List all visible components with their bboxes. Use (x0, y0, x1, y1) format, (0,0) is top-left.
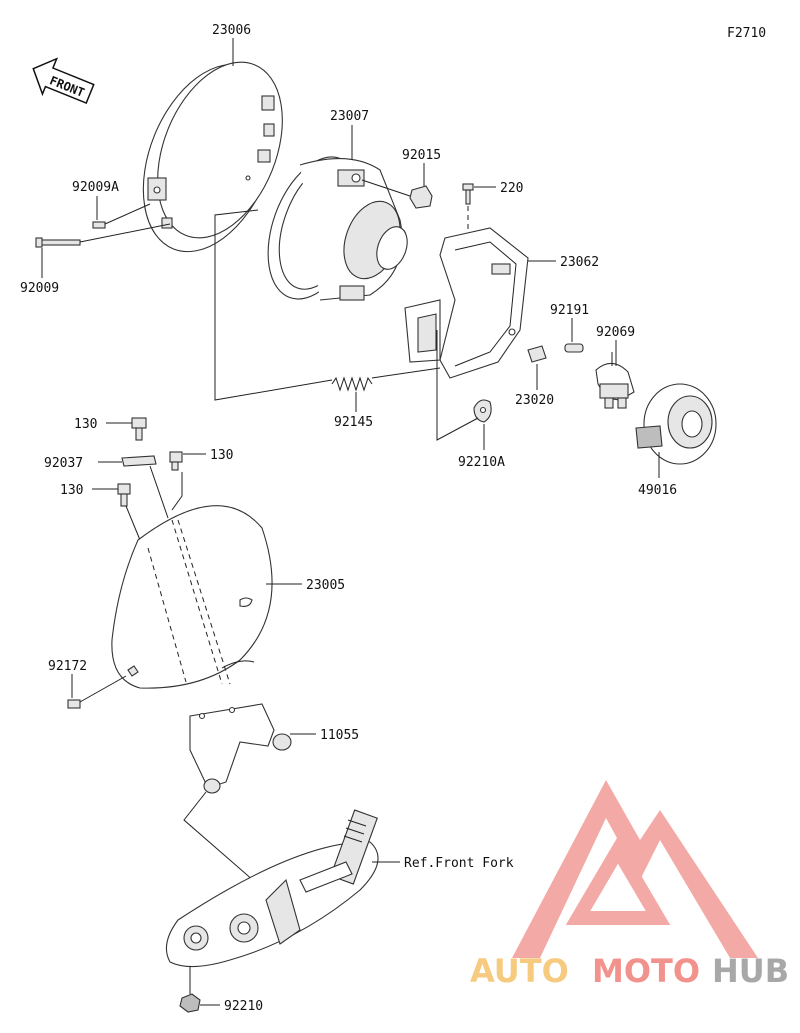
guide-line-1 (149, 465, 169, 519)
screw-92009 (35, 223, 171, 248)
label-23062: 23062 (560, 255, 599, 270)
dust-cover-49016 (635, 383, 717, 465)
front-fork-stem (165, 809, 379, 968)
figure-code: F2710 (727, 26, 766, 41)
logo-text-moto: MOTO (592, 952, 700, 990)
bolt-130-top (131, 417, 147, 441)
bolt-130-left (117, 483, 131, 507)
label-92009: 92009 (20, 281, 59, 296)
visor-23005 (111, 505, 273, 689)
guide-line-fork (183, 791, 263, 889)
label-92037: 92037 (44, 456, 83, 471)
pin-92191 (564, 343, 584, 353)
leader-92210a-path (436, 330, 479, 441)
label-23006: 23006 (212, 23, 251, 38)
label-220: 220 (500, 181, 523, 196)
label-92191: 92191 (550, 303, 589, 318)
label-130-left: 130 (60, 483, 83, 498)
leader-92145-path (214, 209, 333, 401)
clip-23020 (527, 345, 547, 363)
label-23007: 23007 (330, 109, 369, 124)
label-ref-front-fork: Ref.Front Fork (404, 856, 514, 871)
clamp-92037 (121, 455, 157, 467)
headlamp-rim-23006 (142, 61, 283, 253)
label-130-right: 130 (210, 448, 233, 463)
bracket-23062 (404, 227, 529, 379)
guide-line-3 (125, 505, 141, 541)
screw-92172 (67, 675, 127, 709)
label-130-top: 130 (74, 417, 97, 432)
label-49016: 49016 (638, 483, 677, 498)
label-92009a: 92009A (72, 180, 119, 195)
guide-line-2 (171, 472, 183, 511)
bulb-92069 (595, 352, 635, 409)
logo-text-auto: AUTO (470, 952, 569, 990)
logo-text-hub: HUB (712, 952, 789, 990)
screw-220 (462, 183, 474, 232)
nut-92015 (361, 179, 433, 209)
label-11055: 11055 (320, 728, 359, 743)
label-23005: 23005 (306, 578, 345, 593)
spring-92145 (331, 367, 441, 392)
screw-92009a (92, 203, 151, 229)
label-23020: 23020 (515, 393, 554, 408)
headlamp-unit-23007 (267, 156, 408, 301)
label-92172: 92172 (48, 659, 87, 674)
logo-inner-triangle-icon (565, 836, 671, 925)
label-92210a: 92210A (458, 455, 505, 470)
label-92210: 92210 (224, 999, 263, 1014)
dashed-guide-3 (177, 519, 231, 685)
label-92069: 92069 (596, 325, 635, 340)
nut-92210 (179, 966, 201, 1013)
bolt-130-right (169, 451, 183, 471)
label-92015: 92015 (402, 148, 441, 163)
front-arrow-icon: FRONT (32, 57, 95, 105)
label-92145: 92145 (334, 415, 373, 430)
dashed-guide-2 (171, 519, 223, 685)
bracket-11055 (189, 703, 292, 794)
grommet-92210a (473, 399, 492, 423)
automotohub-logo: AUTO MOTO HUB (470, 780, 789, 990)
